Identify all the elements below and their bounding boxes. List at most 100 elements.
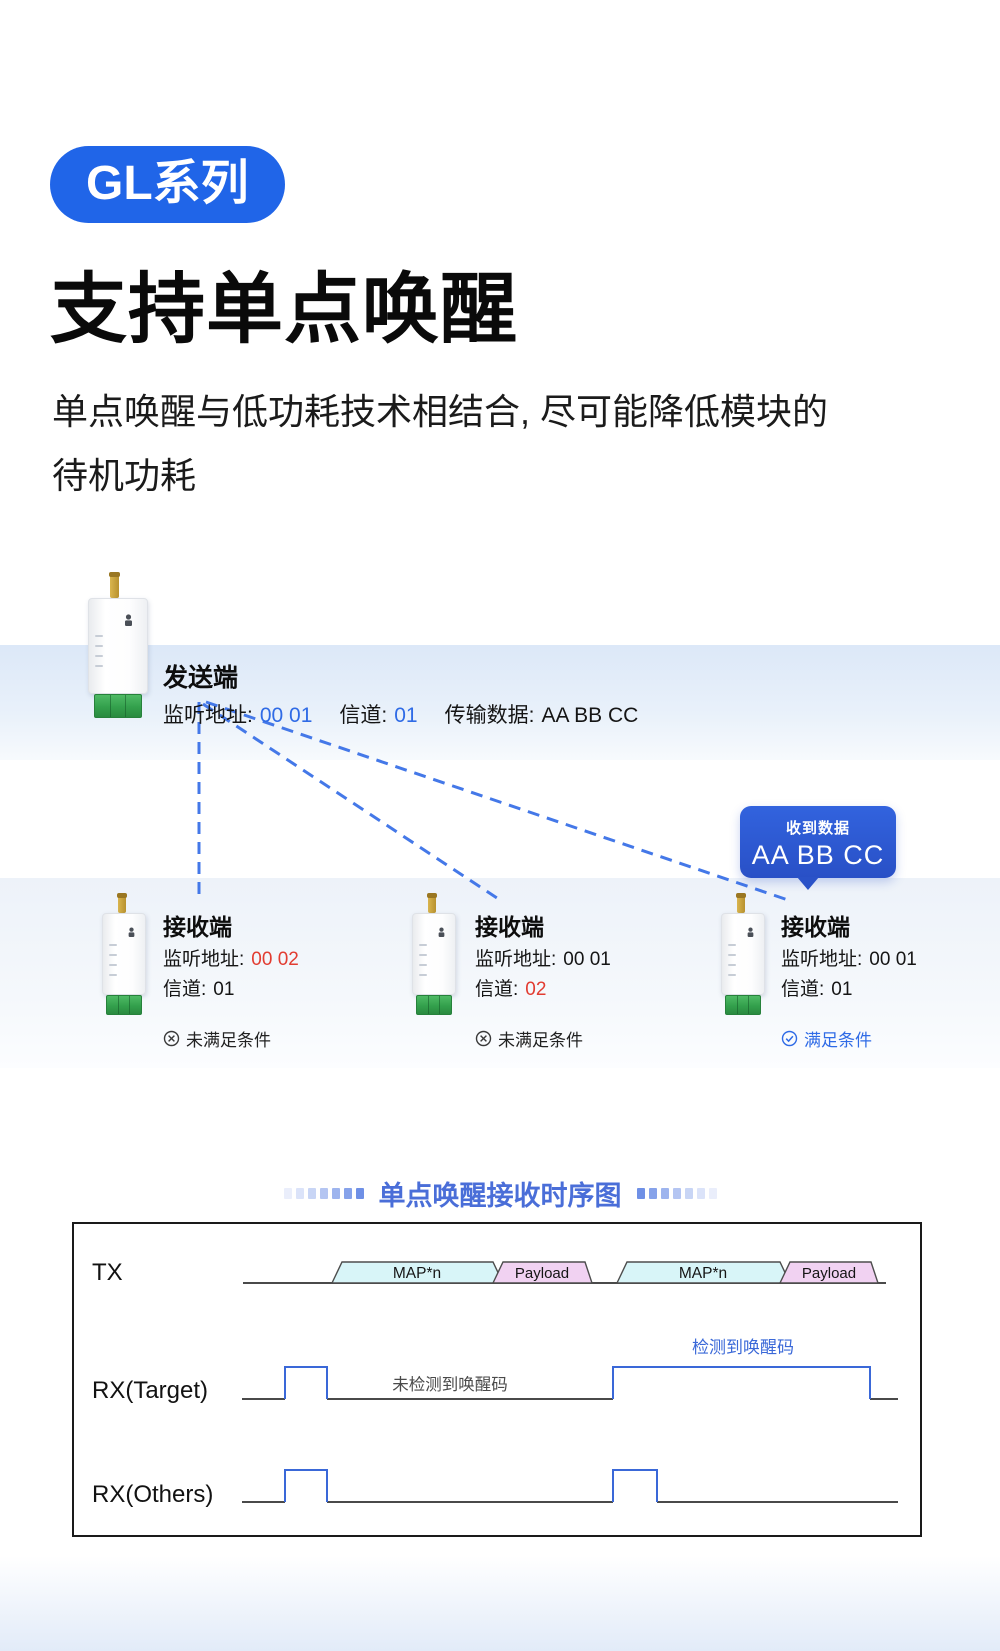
- field-label: 监听地址:: [163, 704, 253, 727]
- sender-band-background: [0, 645, 1000, 760]
- dashed-line-receiver-3: [205, 700, 789, 902]
- field-label: 信道:: [781, 979, 825, 1000]
- field-value: 00 01: [869, 949, 917, 970]
- brand-robot-icon: [747, 927, 754, 937]
- tx-map-segment-2: [615, 1261, 792, 1284]
- led-indicators: [728, 944, 736, 977]
- field-label: 监听地址:: [781, 949, 863, 970]
- dashed-line-receiver-2: [202, 702, 504, 904]
- timing-title-row: 单点唤醒接收时序图: [0, 1174, 1000, 1213]
- antenna-icon: [109, 572, 120, 598]
- led-indicators: [95, 634, 103, 667]
- status-text: 未满足条件: [186, 1031, 271, 1050]
- tx-payload-label-2: Payload: [802, 1265, 856, 1282]
- sender-field-address: 监听地址: 00 01: [163, 699, 312, 729]
- receiver-device-2: [412, 893, 456, 1015]
- terminal-block: [416, 995, 452, 1015]
- brand-robot-icon: [438, 927, 445, 937]
- field-label: 监听地址:: [163, 949, 245, 970]
- series-badge: GL系列: [50, 146, 285, 223]
- tx-map-label-1: MAP*n: [393, 1265, 441, 1282]
- cross-circle-icon: [163, 1030, 180, 1047]
- subtitle-line-2: 待机功耗: [52, 455, 197, 496]
- brand-robot-icon: [128, 927, 135, 937]
- timing-waveforms: MAP*n Payload MAP*n Payload 未检测到唤醒码 检测到唤…: [242, 1261, 898, 1503]
- cross-circle-icon: [475, 1030, 492, 1047]
- led-indicators: [109, 944, 117, 977]
- tx-payload-label-1: Payload: [515, 1265, 569, 1282]
- device-body: [721, 913, 765, 995]
- received-data-bubble: 收到数据 AA BB CC: [740, 806, 896, 890]
- receiver-channel-line: 信道: 01: [163, 974, 234, 1001]
- receiver-device-3: [721, 893, 765, 1015]
- field-label: 监听地址:: [475, 949, 557, 970]
- receiver-channel-line: 信道: 02: [475, 974, 546, 1001]
- tx-payload-segment-2: [778, 1261, 879, 1284]
- transmitter-device: [88, 572, 148, 718]
- sender-field-data: 传输数据: AA BB CC: [445, 699, 639, 729]
- tx-payload-segment-1: [491, 1261, 593, 1284]
- receiver-status: 满足条件: [781, 1026, 872, 1051]
- rx-target-wake-period: [612, 1366, 871, 1399]
- field-value: AA BB CC: [541, 704, 639, 727]
- tx-map-label-2: MAP*n: [679, 1265, 727, 1282]
- field-value: 00 01: [563, 949, 611, 970]
- receiver-address-line: 监听地址: 00 01: [781, 944, 917, 971]
- receiver-status: 未满足条件: [163, 1026, 271, 1051]
- receiver-title: 接收端: [163, 914, 232, 940]
- receiver-device-1: [102, 893, 146, 1015]
- receiver-band-background: [0, 878, 1000, 1068]
- field-value: 01: [394, 704, 418, 727]
- page-subtitle: 单点唤醒与低功耗技术相结合, 尽可能降低模块的 待机功耗: [52, 380, 828, 508]
- receiver-address-line: 监听地址: 00 02: [163, 944, 299, 971]
- field-label: 信道:: [475, 979, 519, 1000]
- note-detected: 检测到唤醒码: [692, 1338, 794, 1357]
- bubble-value: AA BB CC: [751, 840, 885, 870]
- terminal-block: [725, 995, 761, 1015]
- antenna-icon: [427, 893, 437, 913]
- tx-map-segment-1: [330, 1261, 505, 1284]
- rx-others-pulse-1: [284, 1469, 328, 1502]
- field-label: 信道:: [163, 979, 207, 1000]
- antenna-icon: [736, 893, 746, 913]
- field-label: 信道:: [339, 704, 388, 727]
- receiver-title: 接收端: [475, 914, 544, 940]
- device-body: [412, 913, 456, 995]
- field-label: 传输数据:: [444, 704, 535, 727]
- led-indicators: [419, 944, 427, 977]
- bubble-tail: [797, 877, 819, 890]
- check-circle-icon: [781, 1030, 798, 1047]
- rx-others-pulse-2: [612, 1469, 658, 1502]
- terminal-block: [106, 995, 142, 1015]
- timing-diagram-title: 单点唤醒接收时序图: [378, 1181, 622, 1211]
- sender-title: 发送端: [163, 664, 239, 692]
- status-text: 未满足条件: [498, 1031, 583, 1050]
- receiver-channel-line: 信道: 01: [781, 974, 852, 1001]
- field-value: 00 01: [259, 704, 313, 727]
- timing-row-label-tx: TX: [92, 1259, 123, 1286]
- connector-lines: [197, 700, 789, 904]
- bubble-title: 收到数据: [785, 820, 850, 837]
- terminal-block: [94, 694, 142, 718]
- rx-target-pulse: [284, 1366, 328, 1399]
- receiver-status: 未满足条件: [475, 1026, 583, 1051]
- status-text: 满足条件: [804, 1031, 872, 1050]
- bottom-gradient: [0, 1556, 1000, 1651]
- field-value: 02: [525, 979, 547, 1000]
- note-not-detected: 未检测到唤醒码: [392, 1375, 508, 1394]
- antenna-icon: [117, 893, 127, 913]
- field-value: 00 02: [251, 949, 299, 970]
- receiver-address-line: 监听地址: 00 01: [475, 944, 611, 971]
- title-dash-right: [636, 1188, 717, 1199]
- timing-row-label-rx-target: RX(Target): [92, 1377, 209, 1404]
- timing-row-label-rx-others: RX(Others): [92, 1481, 214, 1508]
- device-body: [102, 913, 146, 995]
- field-value: 01: [831, 979, 853, 1000]
- title-dash-left: [283, 1188, 364, 1199]
- brand-robot-icon: [125, 614, 133, 627]
- sender-info-line: 监听地址: 00 01 信道: 01 传输数据: AA BB CC: [163, 699, 638, 729]
- subtitle-line-1: 单点唤醒与低功耗技术相结合, 尽可能降低模块的: [52, 391, 829, 432]
- field-value: 01: [213, 979, 235, 1000]
- page-title: 支持单点唤醒: [50, 267, 518, 353]
